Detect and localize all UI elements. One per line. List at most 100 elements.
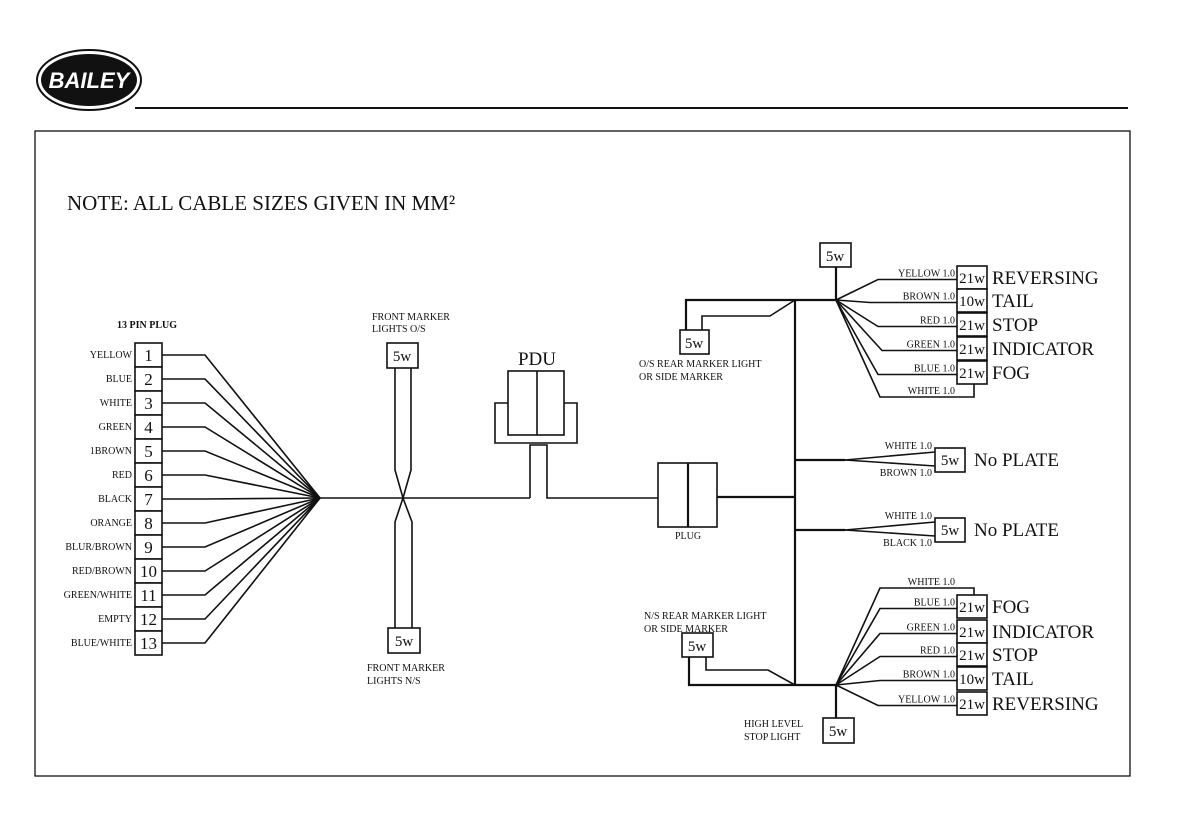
front-marker-ns-watt: 5w bbox=[395, 634, 414, 650]
plate-wire-top bbox=[844, 521, 936, 531]
pdu-bracket bbox=[494, 402, 578, 444]
top-marker-lamp-box bbox=[819, 242, 852, 268]
plug-label: PLUG bbox=[675, 531, 701, 542]
pin-wire bbox=[162, 497, 321, 620]
lamp-watt: 21w bbox=[959, 600, 985, 616]
pin-wire bbox=[162, 497, 321, 500]
pin-wire bbox=[162, 497, 321, 644]
lamp-watt: 10w bbox=[959, 672, 985, 688]
wire-label: YELLOW 1.0 bbox=[898, 269, 955, 280]
cluster-wire bbox=[835, 655, 957, 686]
wire-label: GREEN 1.0 bbox=[907, 623, 955, 634]
pdu: PDU bbox=[494, 349, 578, 444]
lamp-watt: 21w bbox=[959, 342, 985, 358]
pin-wire bbox=[162, 497, 321, 596]
pin-wire bbox=[162, 354, 321, 499]
plate-lamp bbox=[934, 517, 966, 543]
os-rear-marker-watt: 5w bbox=[685, 336, 704, 352]
pin-wire bbox=[162, 497, 321, 548]
ns-rear-marker-lamp bbox=[681, 632, 714, 658]
pin-cell bbox=[134, 630, 163, 656]
cluster-wire bbox=[835, 299, 957, 352]
plate-wire-bottom bbox=[844, 529, 936, 537]
top-marker-lamp: 5w bbox=[819, 242, 852, 300]
wire-label: BLUE 1.0 bbox=[914, 598, 955, 609]
cluster-wire bbox=[835, 299, 957, 376]
lamp-function: TAIL bbox=[992, 669, 1034, 690]
pin-number: 11 bbox=[140, 586, 156, 605]
pin-color: BLUE/WHITE bbox=[71, 638, 132, 649]
plate-wire-bottom-label: BROWN 1.0 bbox=[880, 468, 932, 479]
lamp-watt: 21w bbox=[959, 648, 985, 664]
pin-color: GREEN bbox=[99, 422, 132, 433]
wire-label: BROWN 1.0 bbox=[903, 670, 955, 681]
earth-wire-label: WHITE 1.0 bbox=[908, 386, 955, 397]
os-rear-marker-label-1: O/S REAR MARKER LIGHT bbox=[639, 359, 762, 370]
logo-text: BAILEY bbox=[49, 68, 132, 93]
lamp-function: INDICATOR bbox=[992, 339, 1094, 360]
pin-color: YELLOW bbox=[90, 350, 133, 361]
pin-number: 5 bbox=[144, 442, 153, 461]
cable-size-note: NOTE: ALL CABLE SIZES GIVEN IN MM² bbox=[67, 191, 455, 215]
ns-rear-marker-wire-2 bbox=[705, 656, 796, 686]
os-rear-marker-lamp bbox=[679, 329, 710, 355]
plate-light-label: No PLATE bbox=[974, 520, 1059, 541]
lamp-watt: 21w bbox=[959, 697, 985, 713]
high-level-stop-label-1: HIGH LEVEL bbox=[744, 719, 803, 730]
cluster-lamp bbox=[956, 288, 988, 313]
front-marker-ns-lamp bbox=[387, 627, 421, 654]
pin-number: 8 bbox=[144, 514, 153, 533]
lamp-watt: 21w bbox=[959, 366, 985, 382]
front-marker-os-lamp bbox=[386, 342, 419, 369]
os-rear-marker-wire-2 bbox=[701, 299, 796, 330]
lamp-function: REVERSING bbox=[992, 694, 1099, 715]
plate-wire-bottom-label: BLACK 1.0 bbox=[883, 538, 932, 549]
pin-number: 12 bbox=[140, 610, 157, 629]
pin-number: 2 bbox=[144, 370, 153, 389]
pin-color: BLACK bbox=[98, 494, 133, 505]
cluster-lamp bbox=[956, 360, 988, 385]
front-marker-ns-label-2: LIGHTS N/S bbox=[367, 676, 421, 687]
pin-wire bbox=[162, 474, 321, 499]
cluster-wire bbox=[835, 278, 957, 301]
pin-wire bbox=[162, 497, 321, 524]
cluster-lamp bbox=[956, 642, 988, 667]
pin-number: 6 bbox=[144, 466, 153, 485]
lamp-function: FOG bbox=[992, 597, 1030, 618]
wire-label: YELLOW 1.0 bbox=[898, 695, 955, 706]
front-marker-os-label-2: LIGHTS O/S bbox=[372, 324, 426, 335]
ns-rear-marker-label-2: OR SIDE MARKER bbox=[644, 624, 728, 635]
wire-label: GREEN 1.0 bbox=[907, 340, 955, 351]
lamp-watt: 21w bbox=[959, 625, 985, 641]
trunk-wire-b bbox=[529, 444, 658, 499]
bailey-logo: BAILEY bbox=[36, 49, 142, 111]
front-marker-os-watt: 5w bbox=[393, 349, 412, 365]
diagram-frame bbox=[34, 130, 1131, 777]
pin-cell bbox=[134, 390, 163, 416]
cluster-lamp bbox=[956, 594, 988, 619]
os-rear-marker-label-2: OR SIDE MARKER bbox=[639, 372, 723, 383]
cluster-lamp bbox=[956, 336, 988, 361]
plate-wire-bottom bbox=[844, 459, 936, 467]
plate-lamp-watt: 5w bbox=[941, 523, 960, 539]
cluster-wire bbox=[835, 632, 957, 686]
os-rear-marker-wire-1 bbox=[684, 298, 836, 330]
ns-rear-marker-wire-1 bbox=[687, 656, 836, 687]
cluster-wire bbox=[835, 679, 957, 686]
